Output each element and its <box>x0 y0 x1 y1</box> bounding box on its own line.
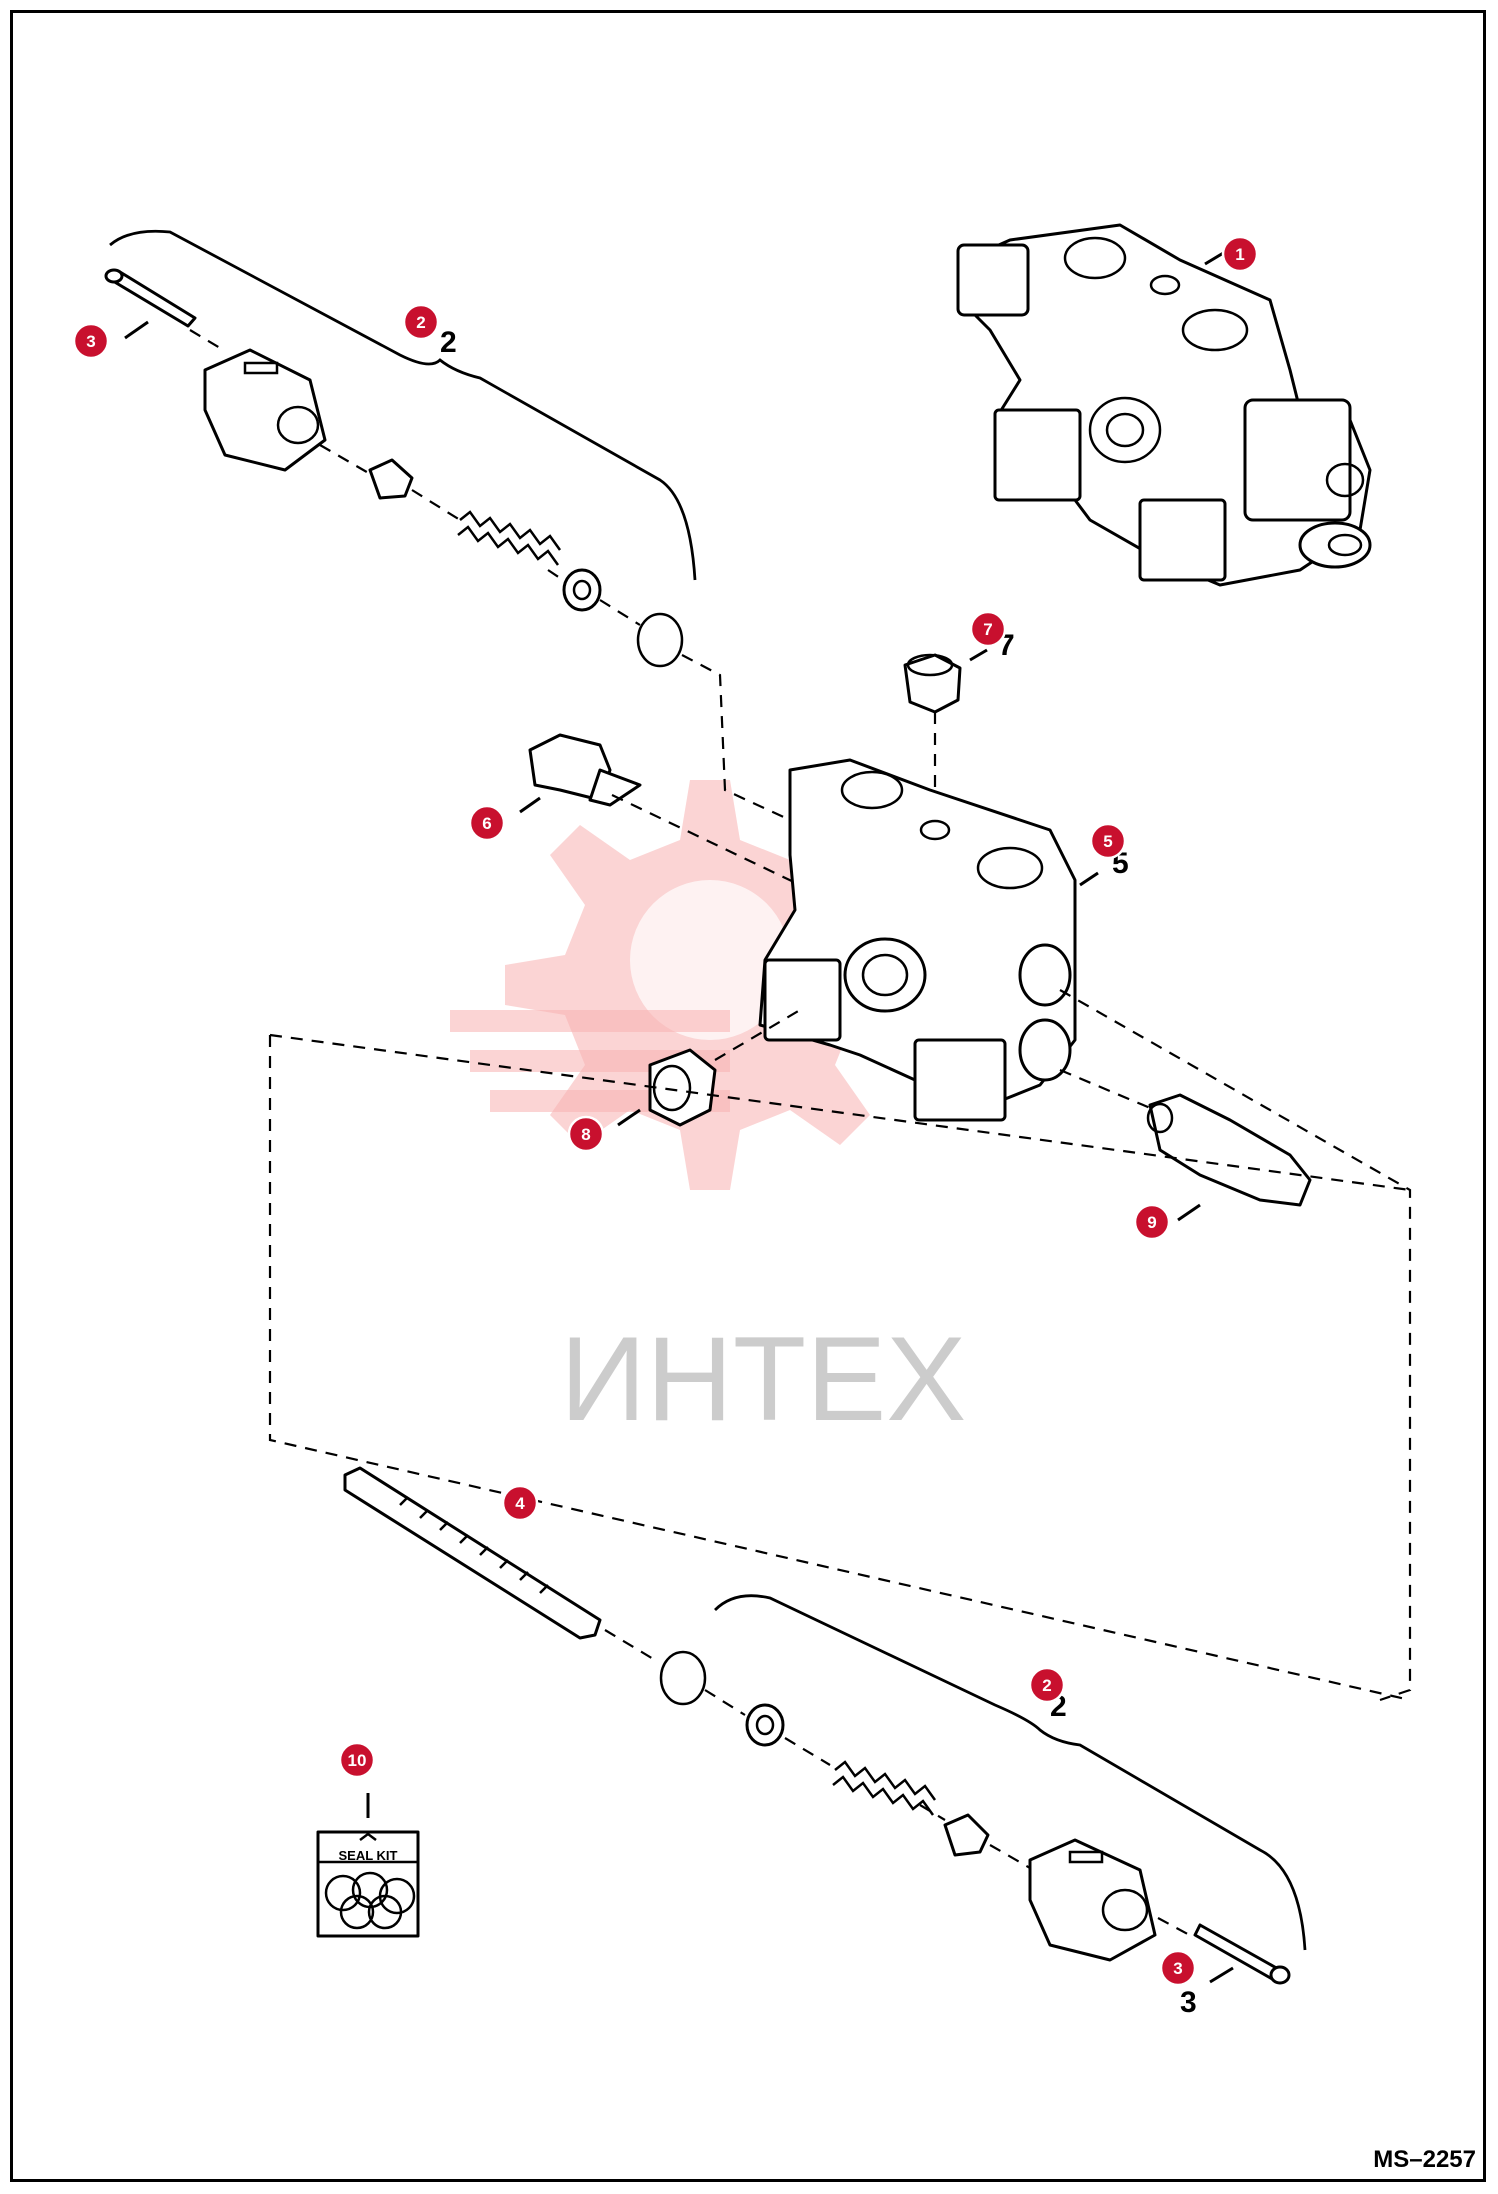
part-2-oring-bottom <box>659 1650 707 1706</box>
callout-1[interactable]: 1 <box>1221 235 1259 273</box>
part-2-spring-top <box>457 510 562 566</box>
leader-line-1 <box>1204 250 1226 266</box>
callout-4-label: 4 <box>515 1494 525 1513</box>
callout-7[interactable]: 7 <box>969 610 1007 648</box>
callout-8[interactable]: 8 <box>567 1115 605 1153</box>
ref-number-3-bottom: 3 <box>1180 1986 1197 2019</box>
ref-number-2-top: 2 <box>440 326 457 359</box>
part-2-oring-top <box>636 612 684 668</box>
part-1-valve-assembly <box>956 223 1372 587</box>
callout-3-top-label: 3 <box>86 332 95 351</box>
guide-line-oring-to-body <box>681 654 791 821</box>
guide-line-oring-to-washer <box>704 1689 746 1716</box>
guide-line-guide-to-spring <box>411 489 461 521</box>
callout-9-label: 9 <box>1147 1213 1156 1232</box>
part-4-spool <box>343 1466 602 1640</box>
guide-line-spool-top <box>269 1033 1411 1192</box>
callout-3-top[interactable]: 3 <box>72 322 110 360</box>
callout-3-bottom-label: 3 <box>1173 1959 1182 1978</box>
guide-line-bolt-to-cap <box>189 329 221 349</box>
guide-line-plug6-to-body <box>611 794 801 886</box>
guide-line-spring-to-guide <box>919 1804 946 1821</box>
callout-1-label: 1 <box>1235 245 1244 264</box>
callout-5-label: 5 <box>1103 832 1112 851</box>
diagram-frame <box>10 10 1486 2182</box>
callout-6-label: 6 <box>482 814 491 833</box>
part-2-spring-guide-bottom <box>943 1813 990 1857</box>
part-5-valve-section <box>758 758 1077 1122</box>
leader-line-3a <box>124 320 149 340</box>
part-3-bolt-top <box>104 268 197 328</box>
part-6-plug <box>528 733 642 807</box>
guide-line-plug8-to-body <box>714 1009 801 1061</box>
callout-2-top[interactable]: 2 <box>402 303 440 341</box>
callout-8-label: 8 <box>581 1125 590 1144</box>
callout-2-top-label: 2 <box>416 313 425 332</box>
part-2-end-cap-top <box>203 348 327 472</box>
part-2-end-cap-bottom <box>1028 1838 1157 1962</box>
guide-line-washer-to-oring <box>599 599 641 626</box>
group-bracket-top <box>109 229 697 581</box>
guide-line-cap-to-bolt <box>1157 1917 1196 1939</box>
part-2-spring-guide-top <box>368 458 414 500</box>
guide-line-washer-to-spring <box>784 1737 831 1766</box>
guide-line-body-to-relief <box>1059 1068 1156 1112</box>
part-10-seal-kit: SEAL KIT <box>316 1830 420 1938</box>
guide-line-body-to-cap-bottom <box>1059 989 1412 1702</box>
watermark-text: ИНТЕХ <box>560 1312 966 1446</box>
seal-kit-label: SEAL KIT <box>339 1848 398 1863</box>
callout-4[interactable]: 4 <box>501 1484 539 1522</box>
callout-2-bottom[interactable]: 2 <box>1028 1666 1066 1704</box>
leader-line-9 <box>1177 1203 1201 1222</box>
guide-line-spool-left <box>268 1035 1411 1702</box>
callout-9[interactable]: 9 <box>1133 1203 1171 1241</box>
group-bracket-bottom <box>714 1594 1307 1951</box>
callout-6[interactable]: 6 <box>468 804 506 842</box>
leader-line-7 <box>969 648 988 662</box>
callout-10-label: 10 <box>348 1751 367 1770</box>
drawing-code: MS–2257 <box>1373 2146 1476 2173</box>
guide-line-spring-to-washer <box>547 569 567 583</box>
guide-line-spool-to-oring <box>604 1629 656 1661</box>
guide-line-guide-to-cap <box>989 1844 1031 1869</box>
leader-line-3b <box>1209 1966 1234 1984</box>
part-2-spring-bottom <box>832 1760 937 1816</box>
callout-5[interactable]: 5 <box>1089 822 1127 860</box>
callout-10[interactable]: 10 <box>338 1741 376 1779</box>
callout-2-bottom-label: 2 <box>1042 1676 1051 1695</box>
guide-line-cap-to-guide <box>319 444 373 476</box>
part-8-plug <box>648 1048 717 1127</box>
leader-line-6 <box>519 796 541 814</box>
part-3-bolt-bottom <box>1193 1923 1291 1985</box>
part-7-plug <box>903 653 962 714</box>
leader-line-5 <box>1079 871 1099 887</box>
callout-3-bottom[interactable]: 3 <box>1159 1949 1197 1987</box>
leader-line-8 <box>617 1108 641 1127</box>
part-9-relief-valve <box>1146 1093 1312 1207</box>
callout-7-label: 7 <box>983 620 992 639</box>
part-2-washer-bottom <box>745 1703 785 1747</box>
part-2-washer-top <box>562 568 602 612</box>
